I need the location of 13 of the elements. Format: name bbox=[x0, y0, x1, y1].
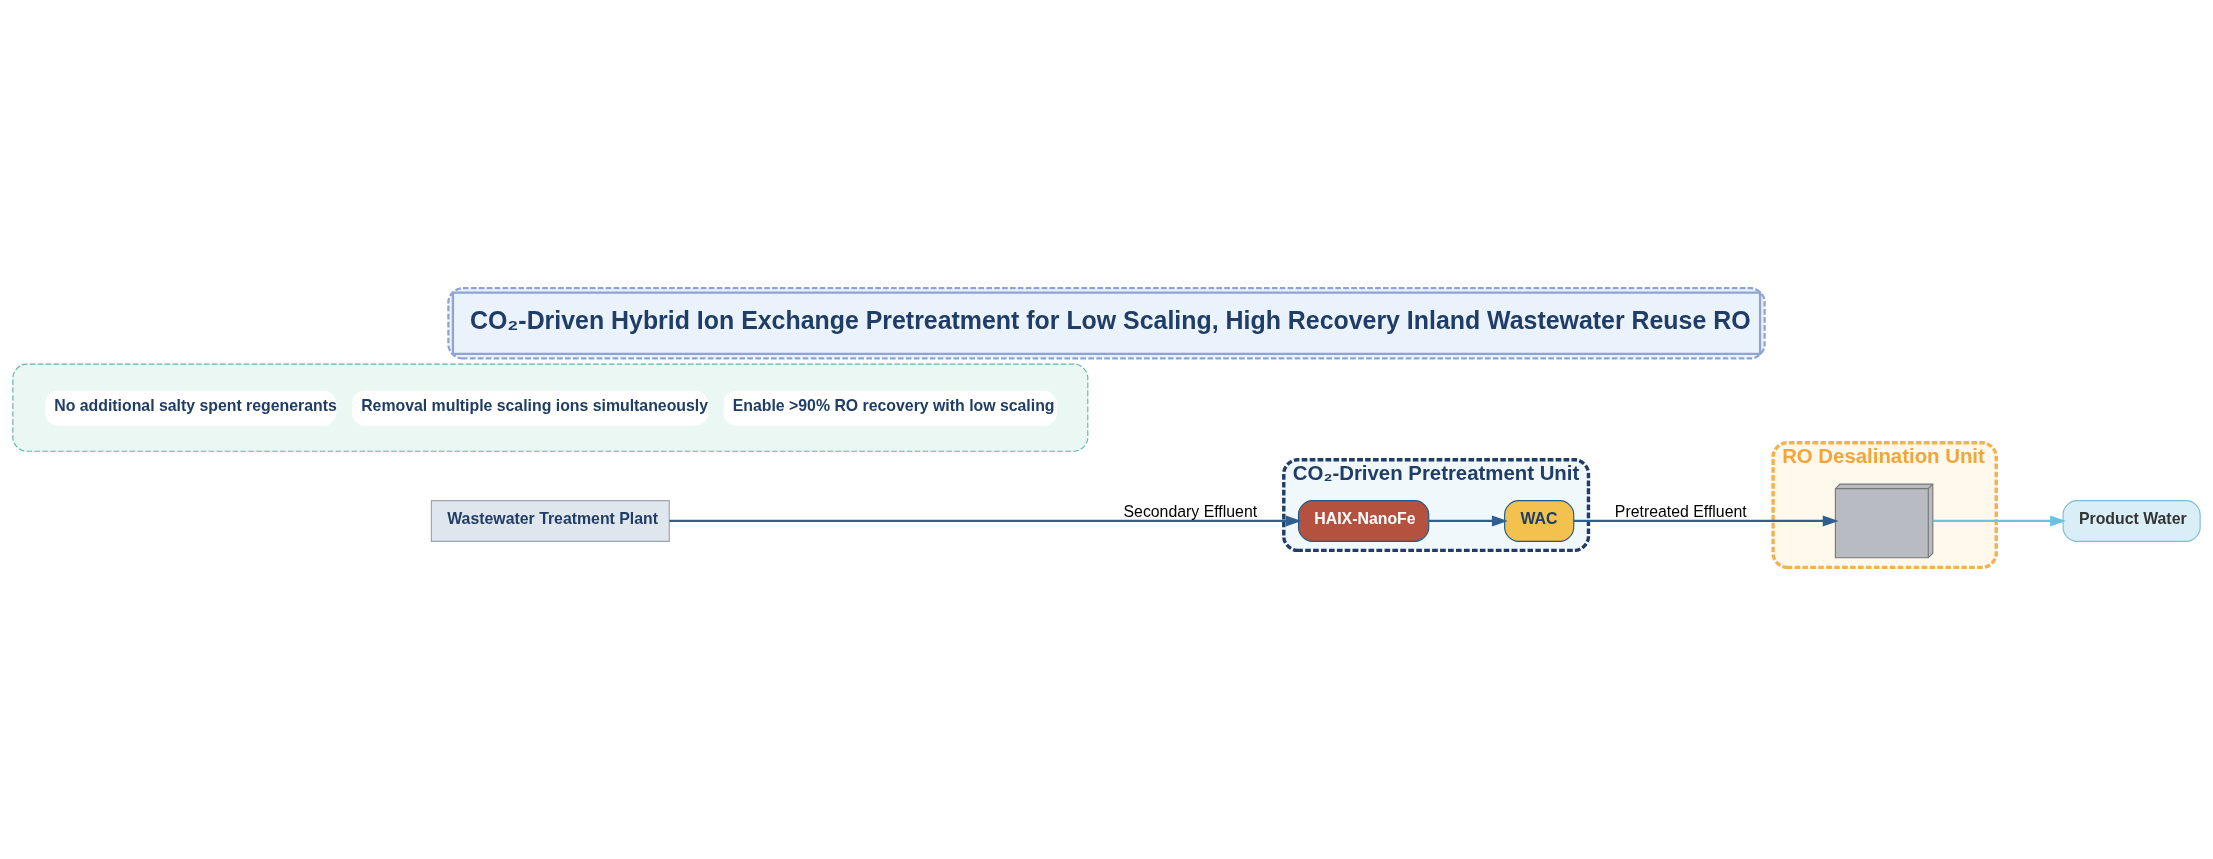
node-box: Wastewater Treatment Plant bbox=[430, 500, 670, 542]
node-box: Product Water bbox=[2062, 500, 2201, 542]
edge-label: Secondary Effluent bbox=[1123, 502, 1258, 520]
arrow bbox=[1573, 515, 1839, 527]
arrow bbox=[1428, 515, 1508, 527]
node-box: HAIX-NanoFe bbox=[1297, 500, 1430, 542]
edge-label: Pretreated Effluent bbox=[1614, 502, 1747, 520]
diagram-title: CO₂-Driven Hybrid Ion Exchange Pretreatment for Low Scaling, High Recovery Inland Wastewater Reuse RO bbox=[469, 305, 1751, 334]
arrow bbox=[1932, 515, 2067, 527]
arrow bbox=[669, 515, 1302, 527]
node-box: No additional salty spent regenerants Removal multiple scaling ions simultaneously Enable >90% RO recovery with low scaling bbox=[12, 363, 1089, 452]
node-box: WAC bbox=[1504, 500, 1575, 542]
cluster: RO Desalination Unit bbox=[1771, 441, 1998, 570]
